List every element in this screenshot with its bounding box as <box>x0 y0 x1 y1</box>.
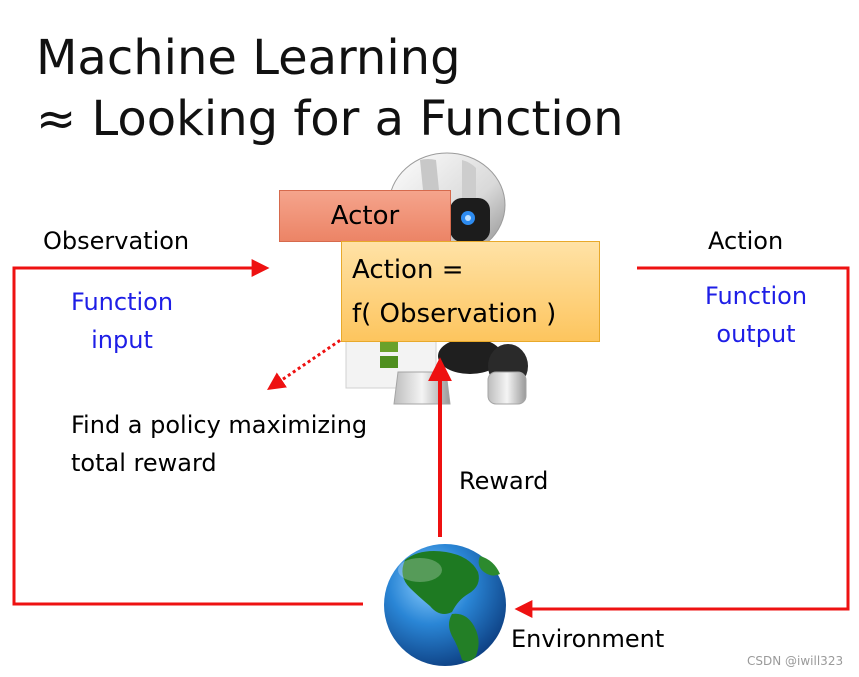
watermark: CSDN @iwill323 <box>747 654 844 668</box>
function-input-line-2: input <box>91 326 153 354</box>
actor-label: Actor <box>330 201 400 231</box>
policy-line-1: Find a policy maximizing <box>71 411 368 439</box>
formula-line-2: f( Observation ) <box>352 299 557 329</box>
function-box: Action = f( Observation ) <box>341 241 600 342</box>
actor-box: Actor <box>279 190 451 242</box>
policy-pointer-arrow <box>267 335 346 391</box>
action-arrow <box>514 266 850 618</box>
title-line-1: Machine Learning <box>36 30 461 86</box>
observation-arrow <box>12 259 363 606</box>
policy-line-2: total reward <box>71 449 217 477</box>
observation-label: Observation <box>43 227 190 255</box>
title-line-2: ≈ Looking for a Function <box>36 91 624 147</box>
policy-text: Find a policy maximizing total reward <box>71 406 367 482</box>
globe-icon <box>384 544 506 666</box>
formula-line-1: Action = <box>352 255 464 285</box>
function-output-line-2: output <box>716 320 796 348</box>
action-label: Action <box>708 227 784 255</box>
reward-label: Reward <box>459 467 549 495</box>
function-input-line-1: Function <box>70 288 174 316</box>
function-output-line-1: Function <box>704 282 808 310</box>
environment-label: Environment <box>511 625 665 653</box>
